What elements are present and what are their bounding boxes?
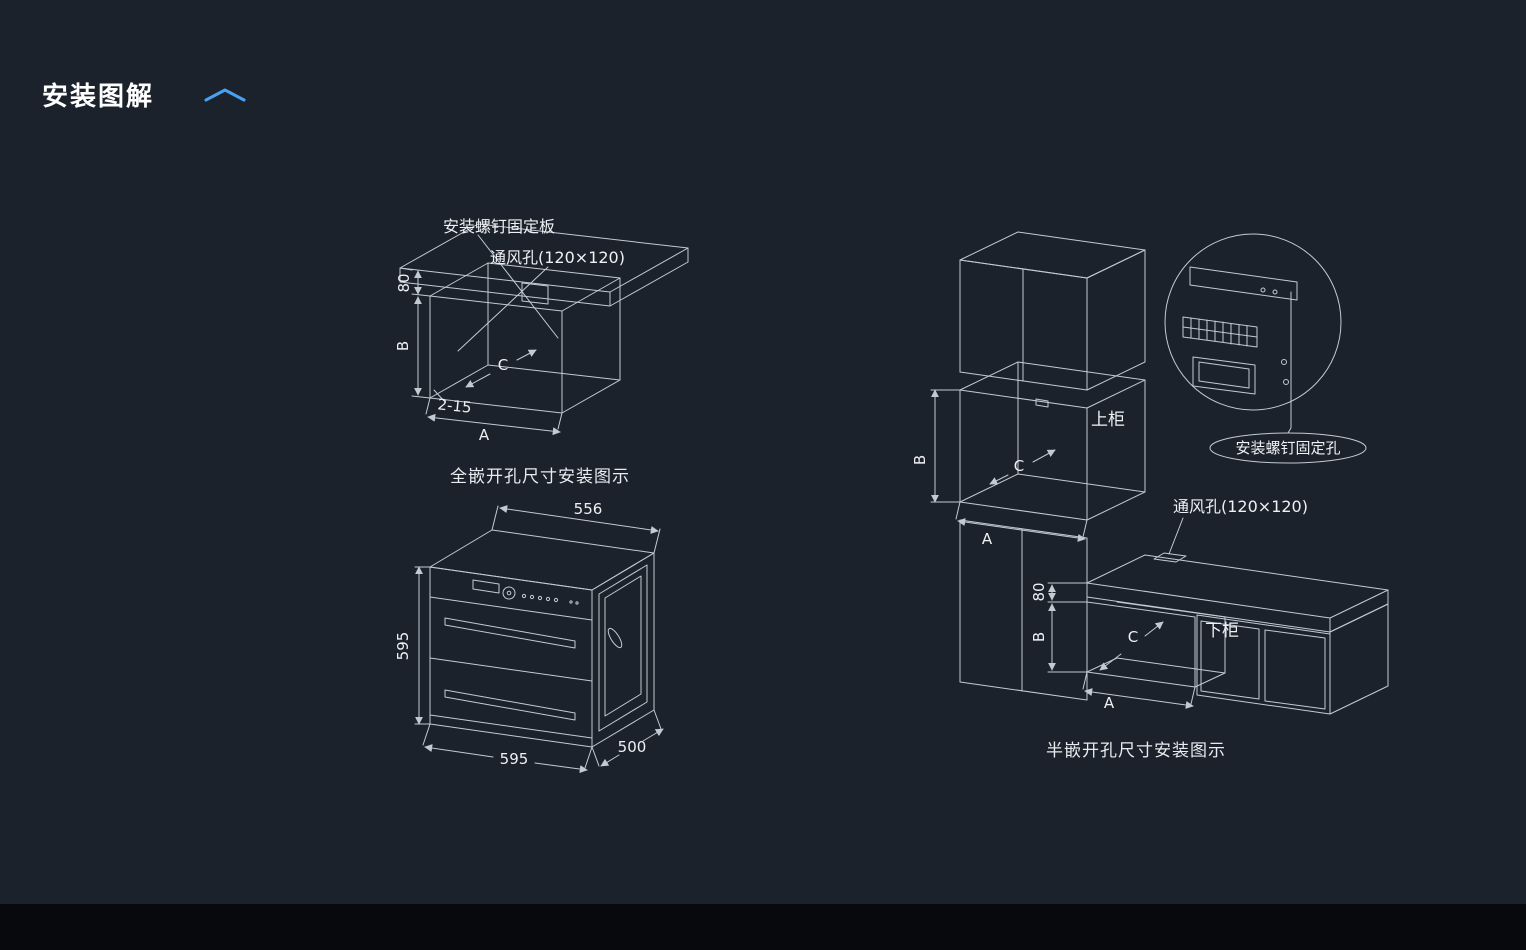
upper-niche — [959, 361, 1146, 521]
vent-hole-rect — [521, 282, 549, 305]
side-handle — [607, 627, 623, 649]
control-panel-line — [429, 596, 593, 621]
lower-dim-b-label: B — [1030, 632, 1048, 642]
dim-depth-label: 500 — [618, 738, 647, 756]
lower-cabinet-label: 下柜 — [1205, 621, 1239, 641]
dim-top-width-label: 556 — [574, 500, 603, 518]
upper-handle — [444, 617, 576, 649]
lower-dim-a-label: A — [1104, 694, 1115, 712]
dimension-lines — [414, 505, 664, 774]
leader-lines — [457, 234, 559, 352]
appliance-diagram: 556 595 595 500 — [395, 500, 664, 774]
appliance-body — [429, 529, 655, 748]
countertop-outline — [399, 223, 689, 307]
knob — [502, 586, 516, 600]
lower-niche — [1086, 601, 1226, 688]
cutout-cavity — [429, 234, 621, 414]
lower-dim-c-label: C — [1128, 628, 1138, 646]
section-title: 安装图解 — [42, 82, 155, 112]
collapse-chevron-icon[interactable] — [203, 86, 247, 104]
drawer-divider — [429, 657, 593, 682]
lower-dim-80-label: 80 — [1030, 582, 1048, 601]
screw-holes-label: 安装螺钉固定孔 — [1235, 439, 1340, 457]
full-embed-caption: 全嵌开孔尺寸安装图示 — [450, 467, 630, 487]
screw-tab-rect — [1035, 398, 1049, 408]
lower-handle — [444, 689, 576, 721]
lower-cabinet — [1196, 603, 1389, 715]
vent-leader — [1168, 517, 1184, 555]
upper-cabinet — [959, 231, 1146, 391]
dim-c-label: C — [498, 356, 508, 374]
dim-front-width-label: 595 — [500, 750, 529, 768]
footer-bar — [0, 904, 1526, 950]
dim-a-label: A — [479, 426, 490, 444]
display-rect — [472, 579, 500, 594]
dim-height-label: 595 — [395, 632, 412, 661]
countertop — [1086, 517, 1389, 633]
upper-cabinet-label: 上柜 — [1091, 410, 1125, 430]
upper-dim-b-label: B — [911, 455, 929, 465]
vent-label: 通风孔(120×120) — [490, 248, 625, 267]
tower-base-cabinet — [959, 519, 1088, 701]
semi-embed-caption: 半嵌开孔尺寸安装图示 — [1046, 741, 1226, 761]
dim-b-label: B — [394, 341, 412, 351]
side-door-outline — [598, 564, 648, 732]
dimension-lines — [399, 267, 563, 436]
dim-80-label: 80 — [395, 273, 413, 292]
vent-hole-rect — [1153, 552, 1187, 563]
full-embed-diagram: 安装螺钉固定板 通风孔(120×120) 80 B C 2-15 A — [394, 217, 689, 444]
screw-plate-label: 安装螺钉固定板 — [443, 217, 555, 236]
vent-label: 通风孔(120×120) — [1173, 497, 1308, 516]
upper-dim-a-label: A — [982, 530, 993, 548]
dim-gap-label: 2-15 — [437, 395, 473, 416]
dimension-lines — [930, 389, 1196, 709]
screw-holes-callout-ellipse — [1209, 432, 1367, 464]
semi-embed-diagram: 上柜 下柜 通风孔(120×120) 安装螺钉固定孔 B C A 80 B C … — [911, 231, 1389, 715]
detail-callout — [1164, 233, 1367, 464]
upper-dim-c-label: C — [1014, 457, 1024, 475]
